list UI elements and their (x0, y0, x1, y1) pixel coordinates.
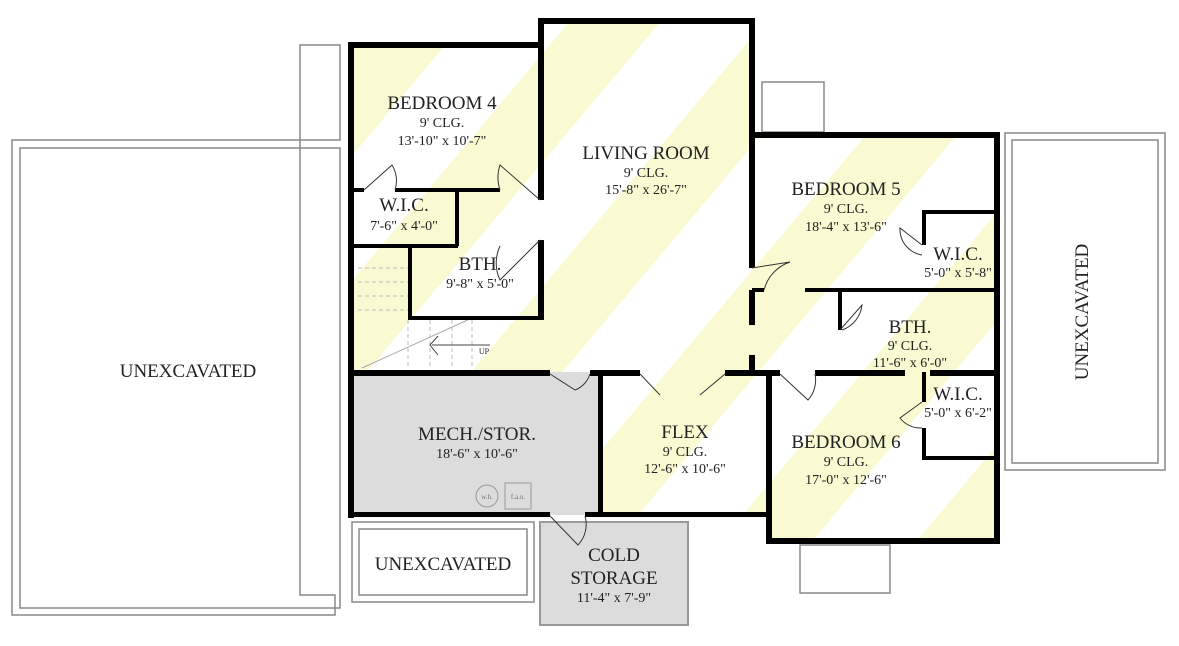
svg-text:9' CLG.: 9' CLG. (663, 445, 708, 460)
room-bath-4: BTH. 9'-8" x 5'-0" (446, 254, 514, 292)
unexcavated-right-label: UNEXCAVATED (1072, 244, 1093, 381)
room-cold-storage: COLD STORAGE 11'-4" x 7'-9" (570, 545, 657, 606)
svg-text:W.I.C.: W.I.C. (933, 244, 982, 265)
svg-text:W.I.C.: W.I.C. (933, 384, 982, 405)
svg-text:BEDROOM 4: BEDROOM 4 (387, 93, 497, 114)
unexcavated-left-label: UNEXCAVATED (120, 361, 257, 382)
mech-fill (352, 372, 600, 515)
room-bedroom-5: BEDROOM 5 9' CLG. 18'-4" x 13'-6" (791, 179, 900, 235)
svg-text:13'-10" x 10'-7": 13'-10" x 10'-7" (398, 134, 487, 149)
svg-text:COLD: COLD (588, 545, 640, 566)
svg-text:5'-0" x 5'-8": 5'-0" x 5'-8" (924, 266, 992, 281)
svg-text:f.a.u.: f.a.u. (511, 493, 525, 501)
room-wic-4: W.I.C. 7'-6" x 4'-0" (370, 195, 438, 234)
room-wic-6: W.I.C. 5'-0" x 6'-2" (924, 384, 992, 421)
svg-text:MECH./STOR.: MECH./STOR. (418, 424, 536, 445)
room-mech-storage: MECH./STOR. 18'-6" x 10'-6" (418, 424, 536, 462)
water-heater: w.h. (475, 484, 499, 508)
svg-text:9' CLG.: 9' CLG. (888, 339, 933, 354)
room-bedroom-6: BEDROOM 6 9' CLG. 17'-0" x 12'-6" (791, 432, 900, 488)
doors (363, 164, 923, 546)
svg-text:BTH.: BTH. (459, 254, 502, 275)
svg-text:BEDROOM 6: BEDROOM 6 (791, 432, 900, 453)
room-bedroom-4: BEDROOM 4 9' CLG. 13'-10" x 10'-7" (387, 93, 497, 149)
stair-break-line (361, 317, 473, 369)
svg-text:9' CLG.: 9' CLG. (624, 166, 669, 181)
svg-text:STORAGE: STORAGE (570, 568, 657, 589)
unexcavated-bottom (351, 521, 535, 603)
window-bay-bottom (799, 544, 891, 594)
stairs-up-label: UP (479, 347, 490, 356)
room-flex: FLEX 9' CLG. 12'-6" x 10'-6" (644, 422, 726, 477)
svg-text:11'-6" x 6'-0": 11'-6" x 6'-0" (873, 356, 947, 371)
stairs-up-arrow-icon (429, 335, 490, 356)
svg-text:7'-6" x 4'-0": 7'-6" x 4'-0" (370, 219, 438, 234)
svg-text:LIVING ROOM: LIVING ROOM (582, 143, 709, 164)
svg-text:BTH.: BTH. (889, 317, 932, 338)
furnace-unit: f.a.u. (504, 482, 532, 510)
room-wic-5: W.I.C. 5'-0" x 5'-8" (924, 244, 992, 281)
walls (348, 18, 1000, 544)
svg-text:5'-0" x 6'-2": 5'-0" x 6'-2" (924, 406, 992, 421)
unexcavated-bottom-label: UNEXCAVATED (375, 554, 512, 575)
window-bay-top (761, 81, 825, 133)
unexcavated-right (1004, 132, 1166, 471)
svg-text:15'-8" x 26'-7": 15'-8" x 26'-7" (605, 183, 687, 198)
svg-text:FLEX: FLEX (661, 422, 709, 443)
room-bath-5: BTH. 9' CLG. 11'-6" x 6'-0" (873, 317, 947, 371)
stairs (358, 267, 473, 368)
room-fills (352, 20, 997, 626)
svg-text:W.I.C.: W.I.C. (379, 195, 428, 216)
room-living: LIVING ROOM 9' CLG. 15'-8" x 26'-7" (582, 143, 709, 198)
svg-text:w.h.: w.h. (481, 493, 493, 501)
svg-text:18'-6" x 10'-6": 18'-6" x 10'-6" (436, 447, 518, 462)
svg-text:12'-6" x 10'-6": 12'-6" x 10'-6" (644, 462, 726, 477)
unexcavated-left (11, 44, 341, 616)
svg-text:9'-8" x 5'-0": 9'-8" x 5'-0" (446, 277, 514, 292)
svg-text:9' CLG.: 9' CLG. (420, 116, 465, 131)
svg-text:17'-0" x 12'-6": 17'-0" x 12'-6" (805, 473, 887, 488)
svg-text:9' CLG.: 9' CLG. (824, 202, 869, 217)
svg-text:BEDROOM 5: BEDROOM 5 (791, 179, 900, 200)
svg-text:18'-4" x 13'-6": 18'-4" x 13'-6" (805, 220, 887, 235)
svg-text:9' CLG.: 9' CLG. (824, 455, 869, 470)
cold-storage-fill (539, 521, 689, 626)
svg-text:11'-4" x 7'-9": 11'-4" x 7'-9" (577, 591, 651, 606)
